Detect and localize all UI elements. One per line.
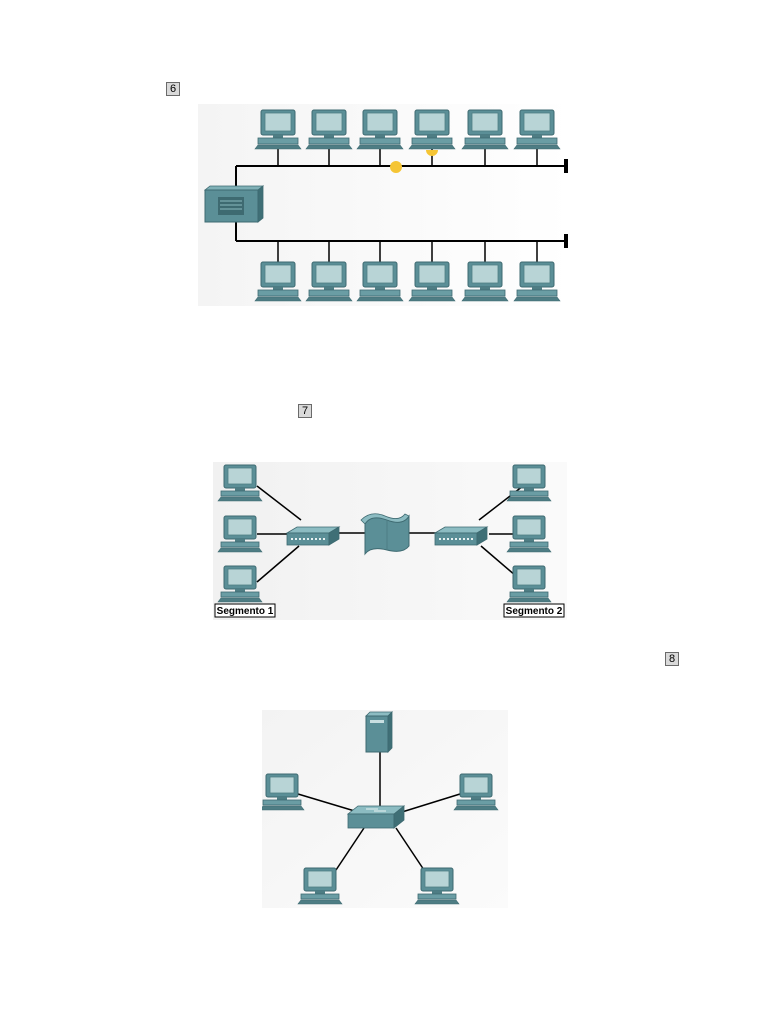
segment-bridge-diagram: Segmento 1 Segmento 2 bbox=[213, 462, 567, 620]
pc-bottom-right bbox=[414, 867, 460, 905]
terminator-bottom bbox=[564, 234, 568, 248]
figure-8-number: 8 bbox=[665, 652, 680, 666]
segment-2-label: Segmento 2 bbox=[506, 606, 563, 617]
hub-left-icon bbox=[286, 526, 340, 546]
collision-marker-half bbox=[426, 150, 438, 156]
figure-6-number: 6 bbox=[166, 82, 181, 96]
pc-left bbox=[262, 773, 305, 811]
server-icon bbox=[203, 185, 265, 223]
terminator-top bbox=[564, 159, 568, 173]
bus-topology-diagram bbox=[198, 104, 572, 306]
segment-1-label: Segmento 1 bbox=[217, 606, 274, 617]
switch-icon bbox=[346, 805, 406, 829]
pc-bottom-left bbox=[297, 867, 343, 905]
segment-2-pcs bbox=[506, 464, 552, 603]
server-tower-icon bbox=[365, 711, 393, 753]
collision-marker bbox=[390, 161, 402, 173]
bridge-icon bbox=[360, 513, 410, 556]
figure-7-number: 7 bbox=[298, 404, 313, 418]
pc-right bbox=[453, 773, 499, 811]
hub-right-icon bbox=[434, 526, 488, 546]
segment-1-pcs bbox=[217, 464, 263, 603]
star-topology-diagram bbox=[262, 710, 508, 908]
